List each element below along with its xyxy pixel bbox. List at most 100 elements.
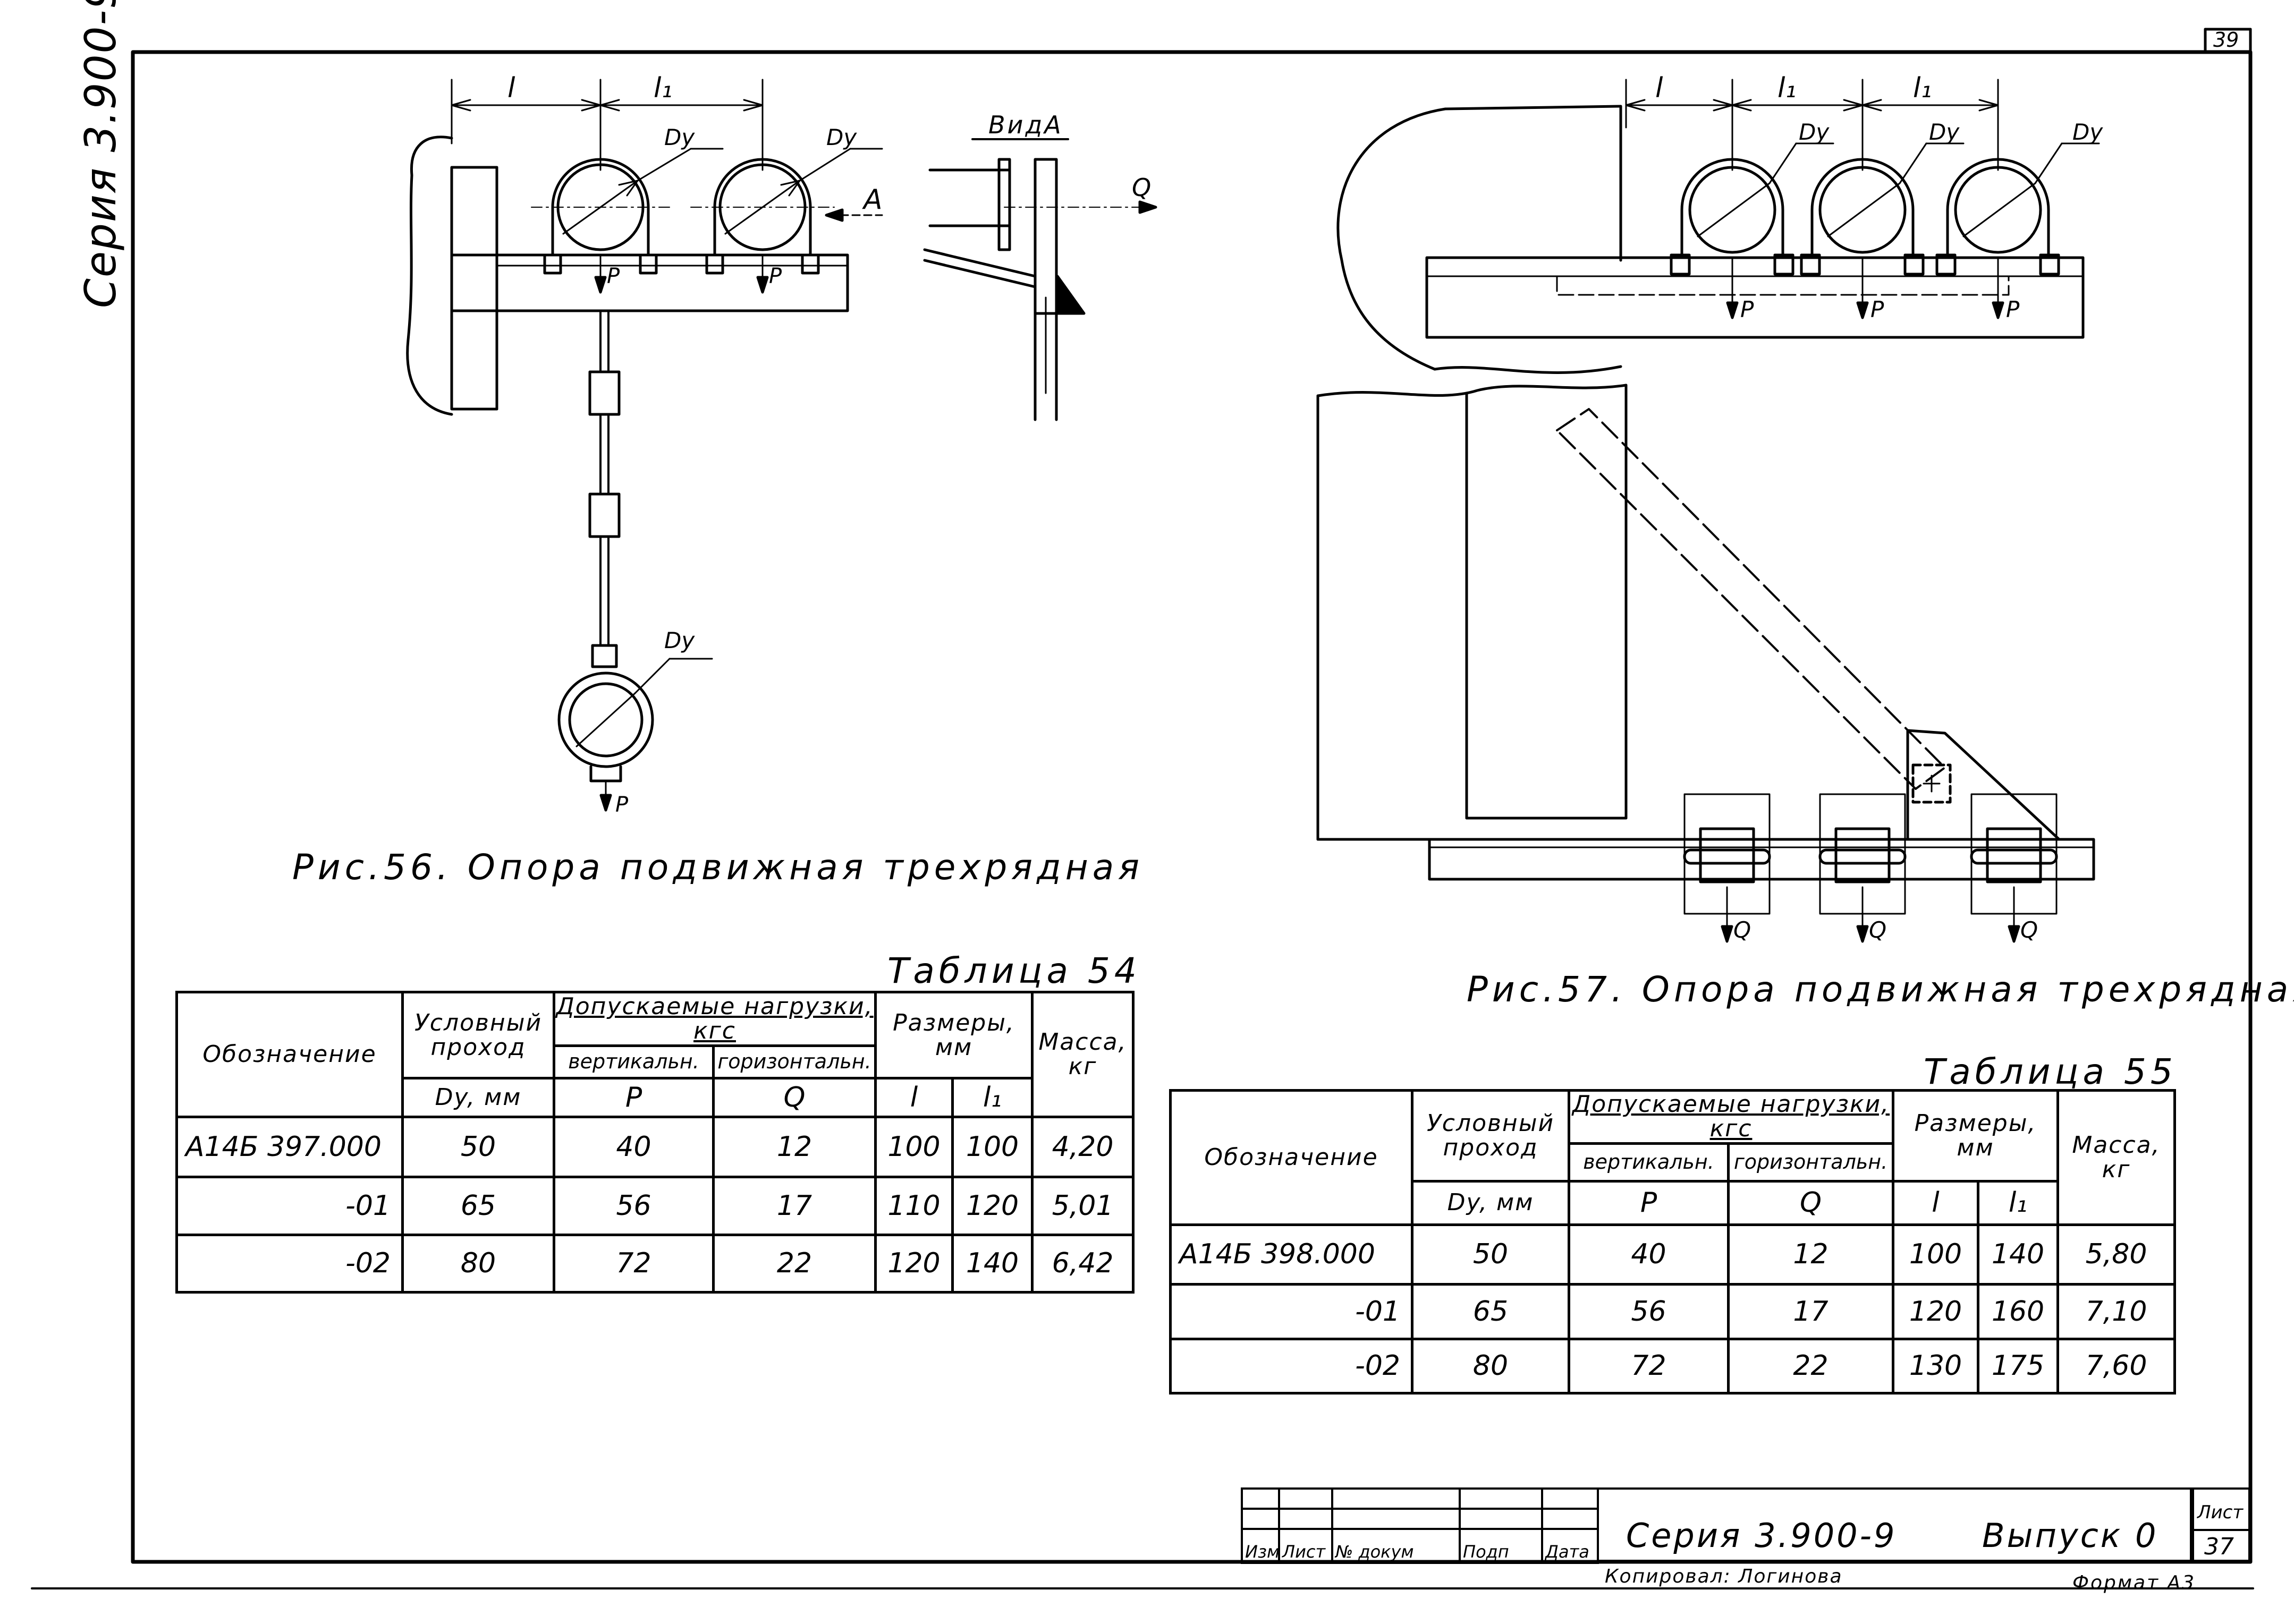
t55-h-q: Q (1726, 1180, 1895, 1226)
tb-col-date: Дата (1541, 1528, 1599, 1564)
t54-r2-l: 120 (874, 1233, 954, 1294)
t55-r2-dy: 80 (1411, 1337, 1570, 1395)
t55-r0-designation: А14Б 398.000 (1169, 1223, 1413, 1286)
tb-format: Формат А3 (2072, 1572, 2196, 1594)
t54-r0-l1: 100 (951, 1115, 1034, 1179)
fig57-q-label-2: Q (1869, 917, 1887, 943)
fig57-p-label-1: P (1740, 296, 1754, 322)
tb-col-sign: Подп (1459, 1528, 1543, 1564)
tb-col-izm: Изм (1241, 1528, 1280, 1564)
t54-h-q: Q (712, 1077, 877, 1118)
t54-r0-q: 12 (712, 1115, 877, 1179)
title-block-main (1597, 1487, 2192, 1562)
t54-r0-l: 100 (874, 1115, 954, 1179)
fig57-dy-label-1: Dy (1799, 119, 1830, 145)
tb-col-list: Лист (1278, 1528, 1333, 1564)
t54-r2-l1: 140 (951, 1233, 1034, 1294)
t54-r2-mass: 6,42 (1031, 1233, 1135, 1294)
t54-h-loads: Допускаемые нагрузки, кгс (552, 991, 877, 1047)
fig56-p-label-3: P (615, 793, 629, 817)
t55-r2-designation: -02 (1169, 1337, 1413, 1395)
t55-r2-p: 72 (1568, 1337, 1730, 1395)
t55-r1-p: 56 (1568, 1283, 1730, 1340)
fig56-dim-l: l (507, 72, 515, 104)
fig57-dy-label-2: Dy (1929, 119, 1960, 145)
side-series-label: Серия 3.900-9. (76, 0, 125, 308)
t54-r1-p: 56 (553, 1176, 715, 1236)
t55-h-loads: Допускаемые нагрузки, кгс (1567, 1089, 1895, 1145)
table-row: А14Б 398.000 50 40 12 100 140 5,80 (1169, 1223, 2177, 1286)
fig57-p-label-3: P (2006, 296, 2020, 322)
t54-h-horizontal: горизонтальн. (712, 1044, 877, 1080)
t55-r1-mass: 7,10 (2056, 1283, 2177, 1340)
t54-r1-l: 110 (874, 1176, 954, 1236)
t54-h-mass: Масса, кг (1031, 991, 1135, 1118)
t54-h-dy-unit: Dy, мм (401, 1077, 555, 1118)
fig57-p-label-2: P (1870, 296, 1884, 322)
t55-r0-l1: 140 (1977, 1223, 2060, 1286)
fig57-caption: Рис.57. Опора подвижная трехрядная (1467, 969, 2294, 1010)
fig57-drawing (1316, 79, 2100, 943)
table-row: -02 80 72 22 130 175 7,60 (1169, 1337, 2177, 1395)
fig57-q-label-3: Q (2020, 917, 2038, 943)
t54-h-l1: l₁ (951, 1077, 1034, 1118)
fig57-dim-l1-a: l₁ (1777, 72, 1797, 104)
t54-r0-p: 40 (553, 1115, 715, 1179)
t55-h-l1: l₁ (1977, 1180, 2060, 1226)
t54-r0-dy: 50 (401, 1115, 555, 1179)
t55-h-vertical: вертикальн. (1568, 1142, 1730, 1183)
fig56-p-label-1: P (607, 264, 620, 288)
table-row: -01 65 56 17 120 160 7,10 (1169, 1283, 2177, 1340)
fig56-p-label-2: P (769, 264, 782, 288)
t54-r2-designation: -02 (175, 1233, 404, 1294)
t55-h-dims: Размеры, мм (1892, 1089, 2060, 1183)
t54-h-l: l (874, 1077, 954, 1118)
fig57-clamps (1683, 793, 2058, 943)
t55-h-designation: Обозначение (1169, 1089, 1413, 1226)
t54-h-vertical: вертикальн. (553, 1044, 715, 1080)
t55-r0-mass: 5,80 (2056, 1223, 2177, 1286)
top-right-number: 39 (2213, 28, 2239, 52)
tb-sheet-box (2192, 1487, 2250, 1562)
fig56-view-a-title: ВидА (988, 110, 1063, 139)
fig57-pipe-1 (1670, 142, 1834, 319)
t55-h-dy-unit: Dy, мм (1411, 1180, 1570, 1226)
t55-r0-dy: 50 (1411, 1223, 1570, 1286)
table-row: -01 65 56 17 110 120 5,01 (175, 1176, 1135, 1236)
t54-r1-mass: 5,01 (1031, 1176, 1135, 1236)
t54-r2-dy: 80 (401, 1233, 555, 1294)
table-row: -02 80 72 22 120 140 6,42 (175, 1233, 1135, 1294)
fig57-dim-l: l (1655, 72, 1663, 104)
t54-r2-p: 72 (553, 1233, 715, 1294)
t55-h-nominal-bore: Условный проход (1411, 1089, 1570, 1183)
table-row: А14Б 397.000 50 40 12 100 100 4,20 (175, 1115, 1135, 1179)
t55-h-p: P (1568, 1180, 1730, 1226)
fig56-dy-label-2: Dy (826, 124, 857, 150)
t54-h-designation: Обозначение (175, 991, 404, 1118)
tb-copied-by: Копировал: Логинова (1605, 1566, 1843, 1587)
t55-r1-l1: 160 (1977, 1283, 2060, 1340)
t55-r0-q: 12 (1726, 1223, 1895, 1286)
t54-r1-dy: 65 (401, 1176, 555, 1236)
fig57-dim-l1-b: l₁ (1913, 72, 1932, 104)
t55-r1-designation: -01 (1169, 1283, 1413, 1340)
tb-series: Серия 3.900-9 (1626, 1516, 1897, 1555)
t55-r1-l: 120 (1892, 1283, 1980, 1340)
table54: Обозначение Условный проход Допускаемые … (175, 990, 1135, 1294)
fig56-caption: Рис.56. Опора подвижная трехрядная (292, 847, 1144, 888)
t55-r0-l: 100 (1892, 1223, 1980, 1286)
t55-h-mass: Масса, кг (2056, 1089, 2177, 1226)
fig56-a-label: A (864, 184, 883, 216)
t54-r1-l1: 120 (951, 1176, 1034, 1236)
t55-r0-p: 40 (1568, 1223, 1730, 1286)
fig56-drawing (406, 79, 1157, 812)
fig56-q-label: Q (1132, 173, 1152, 202)
fig57-pipe-3 (1935, 142, 2100, 319)
t54-r0-mass: 4,20 (1031, 1115, 1135, 1179)
title-block-revisions: Изм Лист № докум Подп Дата (1241, 1487, 1599, 1564)
tb-sheet-divider (2192, 1529, 2250, 1531)
t54-r1-q: 17 (712, 1176, 877, 1236)
t54-h-nominal-bore: Условный проход (401, 990, 555, 1080)
t55-r2-q: 22 (1726, 1337, 1895, 1395)
t54-h-p: P (553, 1077, 715, 1118)
